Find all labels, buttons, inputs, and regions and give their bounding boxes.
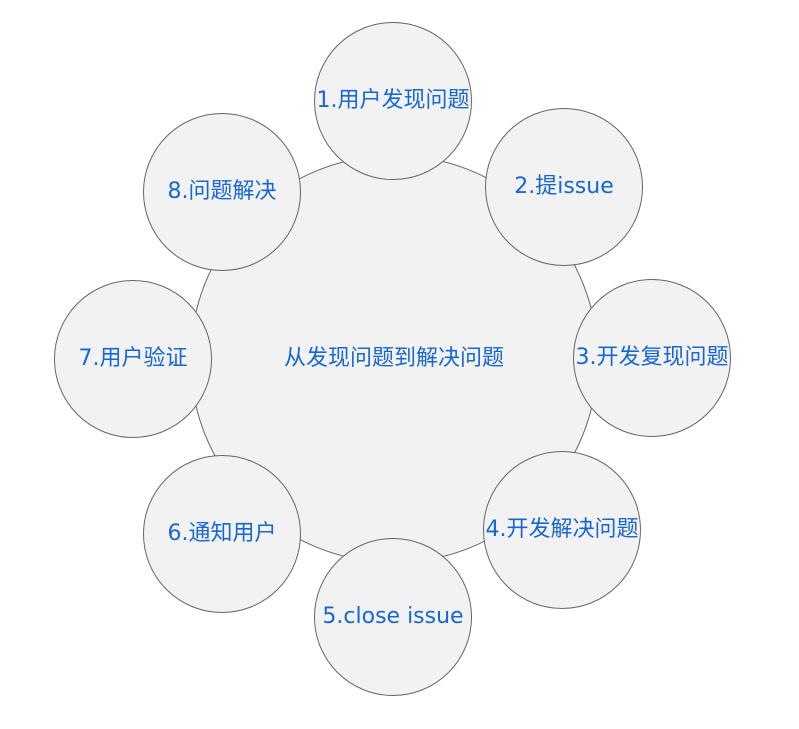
diagram-center-label: 从发现问题到解决问题: [283, 345, 505, 371]
step-circle-2: 2.提issue: [485, 108, 643, 266]
step-label-4: 4.开发解决问题: [485, 516, 639, 542]
step-circle-1: 1.用户发现问题: [314, 22, 472, 180]
step-label-2: 2.提issue: [514, 173, 614, 199]
step-circle-6: 6.通知用户: [143, 455, 301, 613]
step-circle-8: 8.问题解决: [143, 113, 301, 271]
step-label-5: 5.close issue: [322, 603, 464, 629]
step-circle-7: 7.用户验证: [54, 280, 212, 438]
step-circle-4: 4.开发解决问题: [483, 451, 641, 609]
step-label-7: 7.用户验证: [78, 345, 188, 371]
step-label-8: 8.问题解决: [167, 178, 277, 204]
step-circle-3: 3.开发复现问题: [573, 279, 731, 437]
step-label-3: 3.开发复现问题: [575, 344, 729, 370]
step-label-6: 6.通知用户: [167, 520, 277, 546]
step-label-1: 1.用户发现问题: [316, 87, 470, 113]
step-circle-5: 5.close issue: [314, 538, 472, 696]
